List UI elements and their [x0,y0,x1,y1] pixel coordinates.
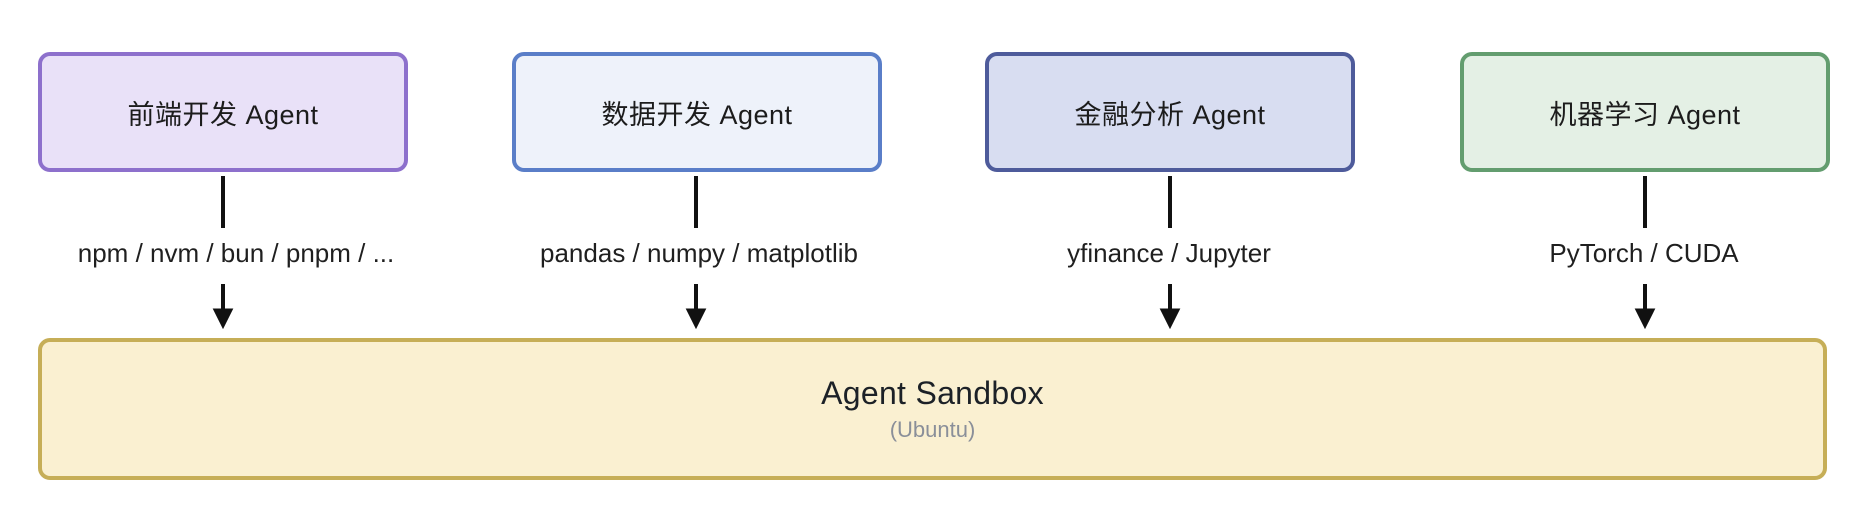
sandbox-node: Agent Sandbox (Ubuntu) [38,338,1827,480]
agent-node-ml-label: 机器学习 Agent [1549,99,1741,130]
agent-node-finance: 金融分析 Agent [985,52,1355,172]
edge-label-ml-tools: PyTorch / CUDA [1545,238,1743,269]
sandbox-subtitle: (Ubuntu) [889,417,976,442]
sandbox-title: Agent Sandbox [821,375,1044,411]
agent-node-data: 数据开发 Agent [512,52,882,172]
agent-node-finance-label: 金融分析 Agent [1074,99,1266,130]
edge-label-frontend-tools: npm / nvm / bun / pnpm / ... [73,238,399,269]
agent-node-frontend: 前端开发 Agent [38,52,408,172]
agent-node-ml: 机器学习 Agent [1460,52,1830,172]
edge-label-data-tools: pandas / numpy / matplotlib [536,238,862,269]
agent-node-data-label: 数据开发 Agent [601,99,793,130]
agent-node-frontend-label: 前端开发 Agent [127,99,319,130]
edge-label-finance-tools: yfinance / Jupyter [1063,238,1275,269]
